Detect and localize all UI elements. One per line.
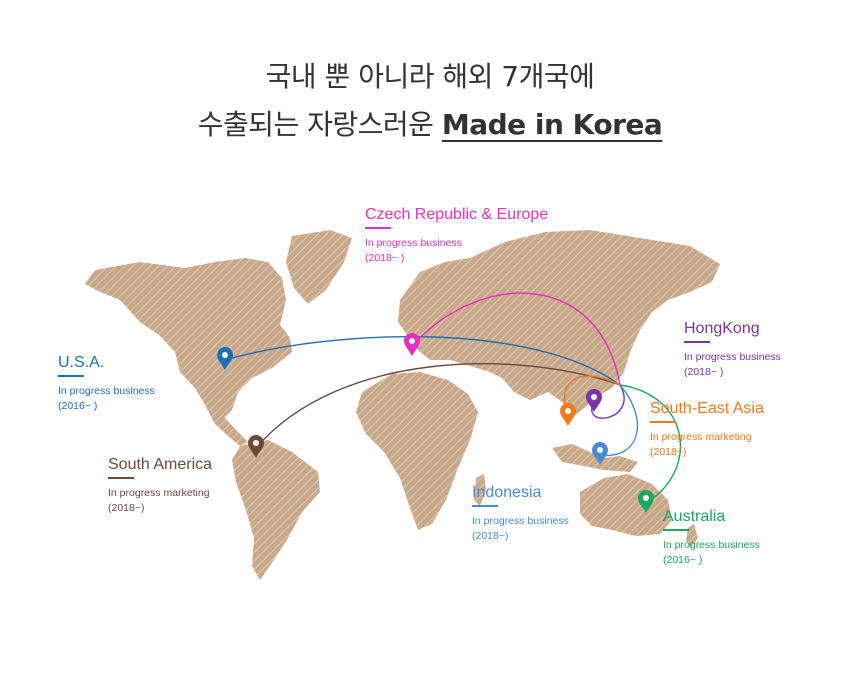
continent-central-america [205, 405, 248, 446]
map-pin-australia-icon [638, 490, 654, 513]
continent-madagascar [474, 474, 486, 506]
region-label-indonesia: Indonesia In progress business (2018~) [472, 484, 569, 544]
region-period-czech-europe: (2018~ ) [365, 252, 405, 264]
region-status-czech-europe: In progress business [365, 237, 462, 249]
region-status-hongkong: In progress business [684, 351, 781, 363]
region-underline-usa [58, 375, 84, 377]
region-underline-south-america [108, 477, 134, 479]
continent-north-america [85, 258, 292, 420]
map-pin-indonesia-icon [592, 442, 608, 465]
region-status-south-america: In progress marketing [108, 487, 210, 499]
region-name-usa: U.S.A. [58, 354, 105, 371]
map-pin-usa-icon [217, 347, 233, 370]
region-underline-hongkong [684, 341, 710, 343]
region-name-south-america: South America [108, 456, 213, 473]
region-status-usa: In progress business [58, 385, 155, 397]
route-hongkong [591, 384, 625, 419]
region-name-indonesia: Indonesia [472, 484, 542, 501]
region-label-south-east-asia: South-East Asia In progress marketing (2… [650, 400, 764, 460]
headline-line-2: 수출되는 자랑스러운 Made in Korea [0, 103, 860, 143]
region-status-indonesia: In progress business [472, 515, 569, 527]
continents [85, 230, 720, 580]
headline-line-1: 국내 뿐 아니라 해외 7개국에 [265, 60, 595, 93]
map-pin-hongkong-icon [586, 389, 602, 412]
continent-new-zealand [686, 524, 698, 548]
route-south-america [255, 363, 621, 449]
region-name-hongkong: HongKong [684, 320, 760, 337]
continent-eurasia [398, 230, 720, 416]
headline-line-2-prefix: 수출되는 자랑스러운 [197, 108, 442, 141]
region-pins [217, 333, 654, 513]
export-routes [224, 292, 682, 504]
region-name-czech-europe: Czech Republic & Europe [365, 206, 549, 223]
route-czech-europe [411, 292, 621, 386]
headline-emphasis: Made in Korea [441, 108, 663, 141]
map-pin-czech-europe-icon [404, 333, 420, 356]
region-underline-south-east-asia [650, 421, 676, 423]
route-indonesia [599, 384, 639, 457]
region-name-australia: Australia [663, 508, 726, 525]
region-underline-czech-europe [365, 227, 391, 229]
region-label-hongkong: HongKong In progress business (2018~ ) [684, 320, 781, 380]
map-pin-south-east-asia-icon [560, 403, 576, 426]
region-period-usa: (2016~ ) [58, 400, 98, 412]
region-label-australia: Australia In progress business (2016~ ) [663, 508, 760, 568]
continent-australia [580, 474, 672, 536]
map-pin-south-america-icon [248, 435, 264, 458]
region-period-australia: (2016~ ) [663, 554, 703, 566]
region-period-hongkong: (2018~ ) [684, 366, 724, 378]
continent-south-america [232, 440, 320, 580]
route-usa [224, 335, 621, 386]
region-name-south-east-asia: South-East Asia [650, 400, 764, 417]
region-underline-indonesia [472, 505, 498, 507]
continent-maritime-asia [552, 444, 638, 472]
route-australia [619, 384, 682, 504]
region-label-usa: U.S.A. In progress business (2016~ ) [58, 354, 155, 414]
region-period-south-america: (2018~) [108, 502, 145, 514]
region-status-australia: In progress business [663, 539, 760, 551]
continent-greenland [286, 230, 352, 304]
continent-africa [356, 372, 478, 530]
region-status-south-east-asia: In progress marketing [650, 431, 752, 443]
region-underline-australia [663, 529, 689, 531]
region-label-south-america: South America In progress marketing (201… [108, 456, 212, 516]
region-period-south-east-asia: (2018~) [650, 446, 687, 458]
region-period-indonesia: (2018~) [472, 530, 509, 542]
region-label-czech-europe: Czech Republic & Europe In progress busi… [365, 206, 548, 266]
